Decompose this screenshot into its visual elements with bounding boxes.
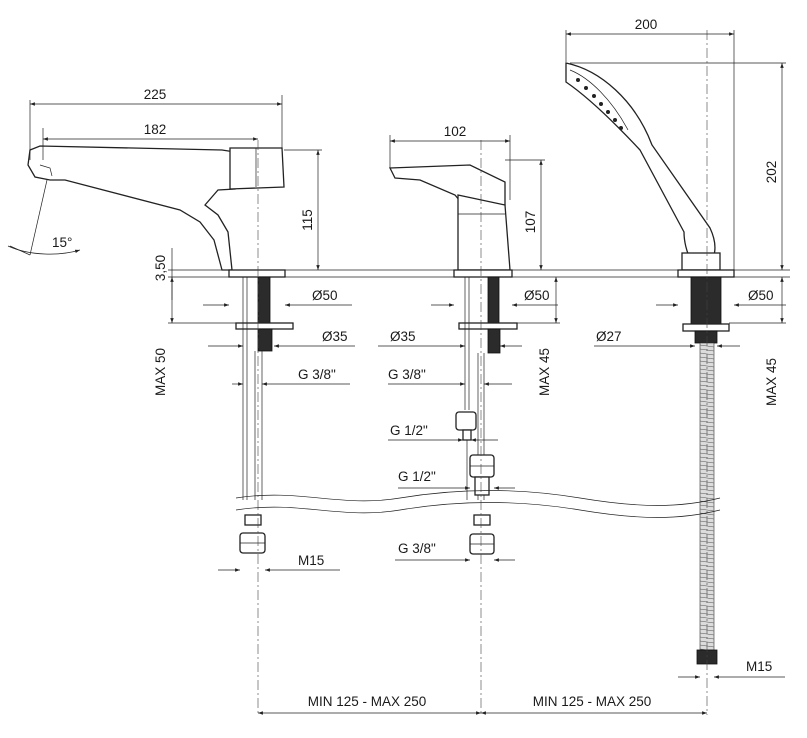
- shower-holder: [681, 252, 721, 271]
- dim-102: 102: [444, 124, 467, 139]
- dim-o50-right: Ø50: [748, 288, 774, 303]
- dim-o27: Ø27: [596, 329, 622, 344]
- spout-thread: [257, 276, 271, 324]
- mixer-valve: [455, 411, 477, 431]
- dim-o50-left: Ø50: [312, 288, 338, 303]
- dim-225: 225: [144, 87, 167, 102]
- dim-m15-left: M15: [298, 553, 324, 568]
- dim-m15-right: M15: [746, 659, 772, 674]
- shower-base: [677, 269, 735, 278]
- dim-182: 182: [144, 122, 167, 137]
- spout-base: [228, 269, 286, 278]
- dim-spacing-right: MIN 125 - MAX 250: [533, 694, 652, 709]
- break-line: [235, 490, 721, 518]
- dim-107: 107: [523, 211, 538, 234]
- spout-tap: [27, 140, 294, 715]
- dim-o50-mid: Ø50: [524, 288, 550, 303]
- dim-o35-mid: Ø35: [390, 329, 416, 344]
- spout-body: [27, 145, 236, 271]
- dim-g38-mid: G 3/8": [388, 367, 426, 382]
- mixer-base: [453, 269, 513, 278]
- dim-3-50: 3,50: [153, 255, 168, 281]
- dim-115: 115: [300, 209, 315, 231]
- dim-g12-low: G 1/2": [398, 469, 436, 484]
- mixer-thread: [487, 276, 500, 324]
- dim-max-45-mid: MAX 45: [537, 348, 552, 396]
- dim-spacing-left: MIN 125 - MAX 250: [308, 694, 427, 709]
- dim-max-50: MAX 50: [153, 348, 168, 396]
- spout-head: [229, 147, 285, 190]
- dim-angle: 15°: [52, 235, 72, 250]
- dim-g38-left: G 3/8": [298, 367, 336, 382]
- shower-thread: [690, 276, 722, 325]
- dim-max-45-right: MAX 45: [764, 358, 779, 406]
- mixer-tap: [388, 140, 518, 715]
- hand-shower: [565, 30, 735, 715]
- mixer-body: [457, 194, 511, 271]
- dim-200: 200: [635, 17, 658, 32]
- shower-handle: [565, 62, 716, 266]
- dim-202: 202: [764, 161, 779, 184]
- dim-o35-left: Ø35: [322, 329, 348, 344]
- dim-g12-mid: G 1/2": [390, 423, 428, 438]
- spray-nozzles: [576, 78, 623, 130]
- dim-g38-low: G 3/8": [398, 541, 436, 556]
